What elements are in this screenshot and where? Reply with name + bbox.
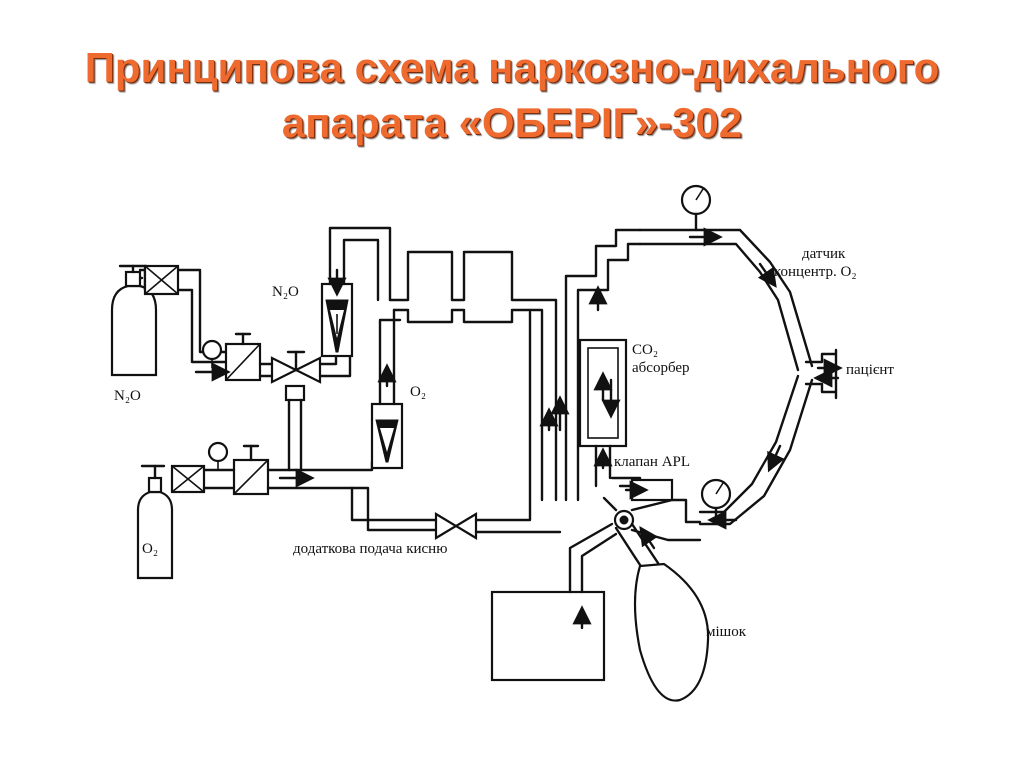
n2o-pressure-gauge <box>201 339 223 368</box>
n2o-control-valve <box>270 350 322 384</box>
bag-label: мішок <box>706 624 747 640</box>
slide-title-line-2: апарата «ОБЕРІГ»-302 <box>281 99 743 146</box>
bag-port-valve <box>613 509 635 531</box>
patient-y-piece <box>804 348 843 400</box>
reservoir-bag <box>614 522 710 702</box>
apl-valve-label: клапан APL <box>614 454 690 470</box>
circuit-inspiratory-tube-left <box>564 228 642 502</box>
n2o-filter <box>143 264 180 296</box>
n2o-cylinder-label: N₂O <box>114 388 141 404</box>
inspiratory-limb <box>638 228 814 372</box>
n2o-flowmeter-label: N₂O <box>272 284 299 300</box>
n2o-flowmeter <box>320 282 354 358</box>
oxygen-flush-valve <box>434 512 478 540</box>
o2-pressure-reducer <box>232 444 270 496</box>
n2o-pressure-reducer <box>224 332 262 382</box>
o2-sensor-label-1: датчик <box>802 246 846 262</box>
oxygen-flush-label: додаткова подача кисню <box>293 541 447 557</box>
patient-label: пацієнт <box>846 362 894 378</box>
n2o-cylinder <box>110 264 158 377</box>
o2-pressure-gauge <box>207 441 229 470</box>
inspiratory-pressure-gauge <box>680 184 712 232</box>
co2-absorber-label-1: CO₂ <box>632 342 658 358</box>
fresh-gas-manifold <box>388 250 558 502</box>
o2-filter <box>170 464 206 494</box>
o2-flowmeter <box>370 402 404 470</box>
expiratory-pressure-gauge <box>700 478 732 526</box>
co2-absorber-label-2: абсорбер <box>632 360 690 376</box>
o2-sensor-label-2: концентр. O₂ <box>774 264 857 280</box>
co2-absorber <box>578 338 628 448</box>
apl-valve <box>610 476 674 502</box>
o2-flowmeter-label: O₂ <box>410 384 426 400</box>
scavenging-box <box>490 590 606 682</box>
o2-cylinder-label: O₂ <box>142 541 158 557</box>
o2-cylinder <box>136 464 174 580</box>
valve-linkage <box>284 384 306 402</box>
slide-title-line-1: Принципова схема наркозно-дихального <box>84 44 940 91</box>
